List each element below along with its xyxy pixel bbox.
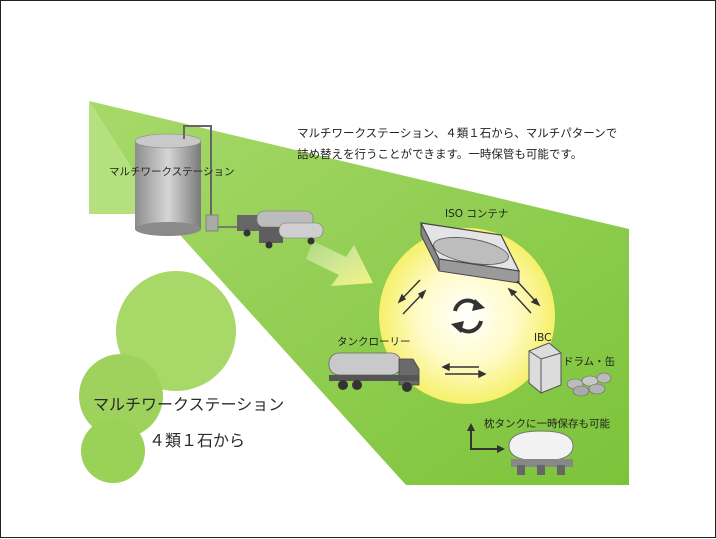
decor-circle-mid (79, 354, 163, 438)
description-line-1: マルチワークステーション、４類１石から、マルチパターンで (297, 126, 618, 140)
drum-3 (596, 372, 612, 384)
small-wheel-4 (307, 237, 315, 245)
description-text: マルチワークステーション、４類１石から、マルチパターンで 詰め替えを行うことがで… (297, 123, 617, 165)
description-line-2: 詰め替えを行うことができます。一時保管も可能です。 (297, 147, 583, 161)
silo-icon (135, 141, 201, 229)
cycle-head-bottom (451, 321, 464, 333)
arrow-left-a-head (397, 293, 407, 304)
tank-lorry-icon (328, 352, 420, 392)
double-arrow-right-icon (507, 280, 541, 314)
label-tank-lorry: タンクローリー (337, 336, 411, 348)
arrow-right-a-head (530, 297, 541, 307)
arrow-bottom-a-head (441, 362, 450, 372)
pillow-tank-leg-2 (537, 465, 545, 475)
branch-arrow-head-up (467, 423, 475, 431)
decor-circle-small (81, 419, 145, 483)
arrow-right-b-head (507, 287, 518, 297)
pillow-tank-icon (508, 430, 574, 475)
lorry-wheel-2 (352, 380, 362, 390)
pillow-tank-leg-3 (557, 465, 565, 475)
lorry-wheel-3 (402, 382, 412, 392)
iso-tank (433, 237, 509, 265)
ibc-icon (528, 342, 562, 394)
branch-arrow-head-right (497, 445, 505, 453)
double-arrow-bottom-icon (441, 362, 487, 379)
large-arrow-icon (306, 241, 373, 286)
drum-4 (572, 385, 590, 397)
pillow-tank-base (511, 459, 573, 467)
arrow-bottom-b-head (478, 369, 487, 379)
double-arrow-left-icon (397, 279, 427, 315)
lorry-tank (328, 352, 402, 376)
drum-5 (588, 383, 606, 395)
silo-bottom (135, 222, 201, 236)
headline-line-2: ４類１石から (149, 431, 246, 450)
label-station: マルチワークステーション (109, 166, 235, 178)
pipe-icon (183, 125, 212, 216)
cycle-arrows-icon (451, 298, 485, 334)
label-temp-storage: 枕タンクに一時保存も可能 (484, 418, 610, 430)
label-iso-container: ISO コンテナ (445, 208, 509, 220)
lorry-chassis (329, 375, 419, 381)
small-tank-2 (278, 222, 324, 239)
small-cab-2 (259, 227, 283, 243)
cycle-head-top (472, 299, 485, 311)
iso-container-icon (419, 222, 521, 284)
headline-line-1: マルチワークステーション (93, 395, 285, 414)
pillow-tank-leg-1 (517, 465, 525, 475)
ibc-body (528, 342, 562, 394)
branch-arrow-icon (470, 426, 501, 450)
small-wheel-3 (265, 241, 273, 249)
decor-circle-large (116, 271, 236, 391)
small-wheel-1 (243, 229, 251, 237)
label-ibc: IBC (534, 332, 552, 344)
small-cab-1 (237, 215, 261, 231)
iso-frame-end (420, 222, 440, 272)
pillow-tank-body (508, 430, 574, 462)
small-lorry-icon (237, 210, 324, 249)
label-drum: ドラム・缶 (563, 356, 616, 368)
silo-top (134, 133, 202, 149)
drum-icon (566, 372, 612, 397)
lorry-wheel-1 (338, 380, 348, 390)
pipe-unit (205, 214, 219, 232)
arrow-left-b-head (417, 289, 427, 300)
